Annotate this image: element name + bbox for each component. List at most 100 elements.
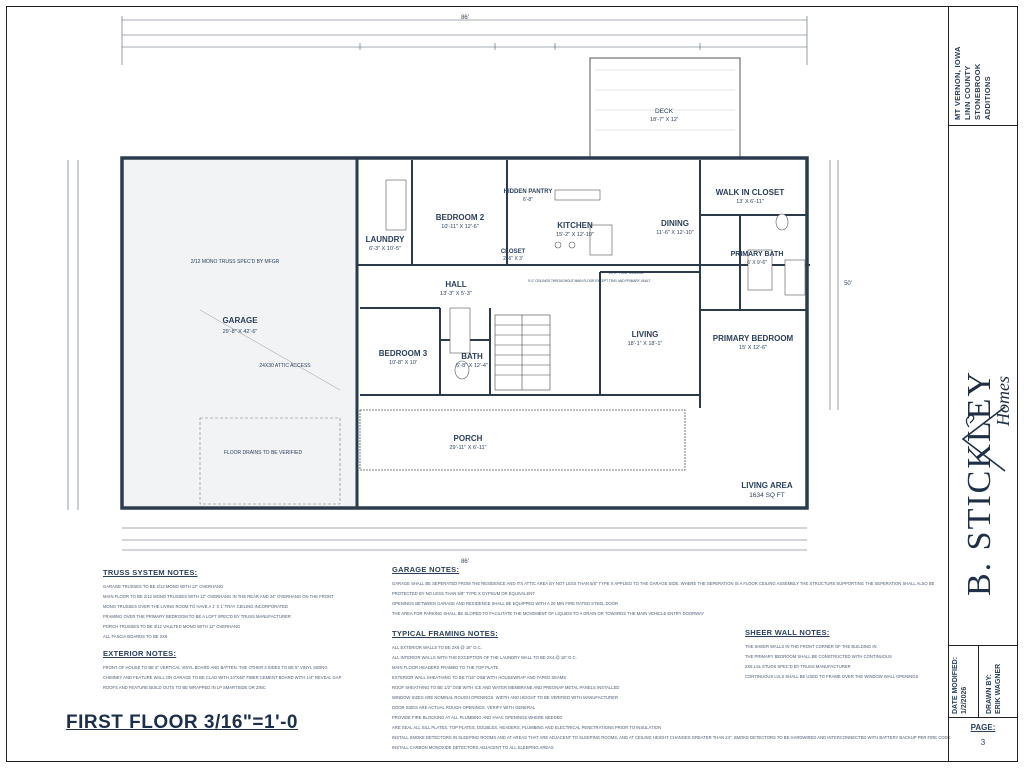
framing-note: ALL EXTERIOR WALLS TO BE 2X6 @ 16" O.C. [392, 645, 482, 650]
attic-access-annotation: 24X30 ATTIC ACCESS [259, 363, 311, 369]
floor-plan: 86' 86' 50' [67, 15, 852, 565]
room-primary-bath-name: PRIMARY BATH [731, 251, 784, 258]
project-location: MT VERNON, IOWA LINN COUNTY STONEBROOK A… [949, 6, 1017, 126]
room-bedroom3-size: 10'-8" X 10' [389, 360, 417, 366]
location-line: STONEBROOK [973, 63, 982, 120]
garage-note: GARAGE SHALL BE SEPERATED FROM THE RESID… [392, 581, 935, 586]
garage-note: OPENINGS BETWEEN GARAGE AND RESIDENCE SH… [392, 601, 619, 606]
garage-door-header [199, 417, 341, 505]
truss-note: MAIN FLOOR TO BE 2/12 MONO TRUSSES WITH … [103, 594, 334, 599]
sheet-border [6, 6, 1018, 762]
room-primary-bedroom-size: 15' X 12'-6" [739, 345, 767, 351]
date-modified-label: DATE MODIFIED: [952, 656, 959, 714]
room-pantry-size: 6'-8" [523, 197, 533, 203]
plan-title: FIRST FLOOR 3/16"=1'-0 [66, 712, 298, 733]
room-bath-name: BATH [461, 352, 483, 361]
room-laundry-name: LAUNDRY [366, 235, 405, 244]
room-bath-size: 5'-8" X 12'-4" [456, 363, 488, 369]
porch-outline [359, 409, 686, 471]
floor-slope-line [199, 309, 341, 391]
room-living-name: LIVING [632, 330, 659, 339]
truss-annotation: 2/12 MONO TRUSS SPEC'D BY MFGR [191, 259, 280, 265]
drawn-by-cell: DRAWN BY: ERIK WAGNER [979, 646, 1017, 718]
room-walk-in-closet-size: 13' X 6'-11" [736, 199, 764, 205]
ceiling-height-annotation: 9'-0" CEILINGS THROUGHOUT MAIN FLOOR EXC… [528, 279, 651, 283]
stairs [494, 314, 551, 391]
drawn-by-label: DRAWN BY: [986, 674, 993, 714]
room-bedroom2-name: BEDROOM 2 [436, 213, 485, 222]
room-laundry-size: 6'-3" X 10'-5" [369, 246, 401, 252]
location-line: MT VERNON, IOWA [953, 46, 962, 120]
room-closet-size: 2'-6" X 3' [503, 256, 523, 262]
room-garage-name: GARAGE [222, 316, 258, 325]
tray-ceiling-annotation: 10'-0" TRAY CEILING [609, 271, 644, 275]
shear-wall-note: THE SHEER WALLS IN THE FRONT CORNER OF T… [745, 644, 877, 649]
truss-note: ALL FASCIA BOARDS TO BE 2X6 [103, 634, 168, 639]
room-pantry-name: HIDDEN PANTRY [504, 189, 553, 195]
truss-notes-title: TRUSS SYSTEM NOTES: [103, 568, 198, 577]
brand-subtitle: Homes [993, 376, 1013, 426]
framing-notes-list: ALL EXTERIOR WALLS TO BE 2X6 @ 16" O.C. … [392, 643, 950, 753]
exterior-note: FRONT OF HOUSE TO BE 5" VERTICAL VINYL B… [103, 665, 328, 670]
room-walk-in-closet-name: WALK IN CLOSET [716, 188, 785, 197]
exterior-notes-list: FRONT OF HOUSE TO BE 5" VERTICAL VINYL B… [103, 663, 341, 693]
date-modified-text: DATE MODIFIED: 1/2/2026 [951, 657, 969, 714]
framing-note: MAIN FLOOR HEADERS FRAMED TO THE TOP PLA… [392, 665, 499, 670]
framing-note: EXTERIOR WALL SHEATHING TO BE 7/16" OSB … [392, 675, 567, 680]
room-kitchen-name: KITCHEN [557, 221, 593, 230]
framing-note: WINDOW SIZES ARE NOMINAL ROUGH OPENINGS.… [392, 695, 618, 700]
shear-wall-note: CONTINUOUS LVLS SHALL BE USED TO FRAME O… [745, 674, 919, 679]
page-cell: PAGE: 3 [949, 718, 1017, 762]
page-label: PAGE: [970, 723, 996, 732]
overall-dimension-bottom: 86' [461, 559, 469, 565]
deck-boards [595, 69, 735, 131]
framing-note: INSTALL CARBON MONOXIDE DETECTORS ADJACE… [392, 745, 554, 750]
room-kitchen-size: 15'-2" X 12'-10" [556, 232, 594, 238]
room-bedroom2-size: 10'-11" X 12'-6" [441, 224, 478, 230]
interior-walls [357, 160, 810, 408]
framing-note: INSTALL SMOKE DETECTORS IN SLEEPING ROOM… [392, 735, 951, 740]
location-line: LINN COUNTY [963, 65, 972, 120]
company-logo: B. STICKLEY Homes [949, 126, 1017, 646]
project-location-text: MT VERNON, IOWA LINN COUNTY STONEBROOK A… [953, 46, 993, 120]
garage-note: THE AREA FOR PARKING SHALL BE SLOPED TO … [392, 611, 705, 616]
garage-notes-title: GARAGE NOTES: [392, 565, 460, 574]
dimension-lines-top [67, 16, 839, 551]
living-area-label: LIVING AREA [741, 481, 792, 490]
room-porch-name: PORCH [454, 434, 483, 443]
date-modified-cell: DATE MODIFIED: 1/2/2026 [949, 646, 979, 718]
exterior-note: CHIMNEY AND FEATURE WALL ON GARAGE TO BE… [103, 675, 342, 680]
framing-note: PROVIDE FIRE BLOCKING AT ALL PLUMBING AN… [392, 715, 563, 720]
framing-note: ROOF SHEATHING TO BE 1/2" OSB WITH ICE A… [392, 685, 620, 690]
framing-note: ALL INTERIOR WALLS WITH THE EXCEPTION OF… [392, 655, 577, 660]
room-primary-bath-size: 6' X 9'-6" [747, 260, 767, 266]
framing-note: DOOR SIZES ARE ACTUAL ROUGH OPENINGS. VE… [392, 705, 536, 710]
floor-drains-annotation: FLOOR DRAINS TO BE VERIFIED [224, 450, 303, 456]
drawn-by-text: DRAWN BY: ERIK WAGNER [985, 664, 1003, 714]
fixtures [385, 179, 806, 380]
room-garage-size: 29'-8" X 42'-6" [223, 329, 258, 335]
shear-wall-note: 2X6 LSL STUDS SPEC'D BY TRUSS MANUFACTUR… [745, 664, 851, 669]
location-line: ADDITIONS [983, 76, 992, 120]
framing-note: ARE SEAL ALL SILL PLATES, TOP PLATES, DO… [392, 725, 662, 730]
exterior-note: ROOFS AND FEATURE BUILD OUTS TO BE WRAPP… [103, 685, 266, 690]
garage-note: PROTECTED BY NO LESS THAN 5/8" TYPE X GY… [392, 591, 535, 596]
room-deck-name: DECK [655, 108, 674, 115]
truss-note: FRAMING OVER THE PRIMARY BEDROOM TO BE A… [103, 614, 291, 619]
room-closet-name: CLOSET [501, 249, 526, 255]
living-area-value: 1634 SQ FT [749, 492, 784, 499]
date-modified-value: 1/2/2026 [961, 686, 968, 714]
truss-note: PORCH TRUSSES TO BE 3/12 VAULTED MONO WI… [103, 624, 241, 629]
room-bedroom3-name: BEDROOM 3 [379, 349, 428, 358]
room-porch-size: 29'-11" X 6'-11" [450, 445, 487, 451]
room-hall-name: HALL [445, 280, 466, 289]
room-primary-bedroom-name: PRIMARY BEDROOM [713, 334, 794, 343]
room-hall-size: 13'-3" X 5'-3" [440, 291, 472, 297]
exterior-notes-title: EXTERIOR NOTES: [103, 649, 177, 658]
title-block: MT VERNON, IOWA LINN COUNTY STONEBROOK A… [948, 6, 1018, 762]
shear-wall-notes-list: THE SHEER WALLS IN THE FRONT CORNER OF T… [745, 642, 918, 682]
overall-dimension-top: 86' [461, 15, 469, 21]
shear-wall-notes-title: SHEER WALL NOTES: [745, 628, 830, 637]
overall-dimension-right: 50' [844, 281, 852, 287]
page-number: 3 [980, 738, 986, 747]
